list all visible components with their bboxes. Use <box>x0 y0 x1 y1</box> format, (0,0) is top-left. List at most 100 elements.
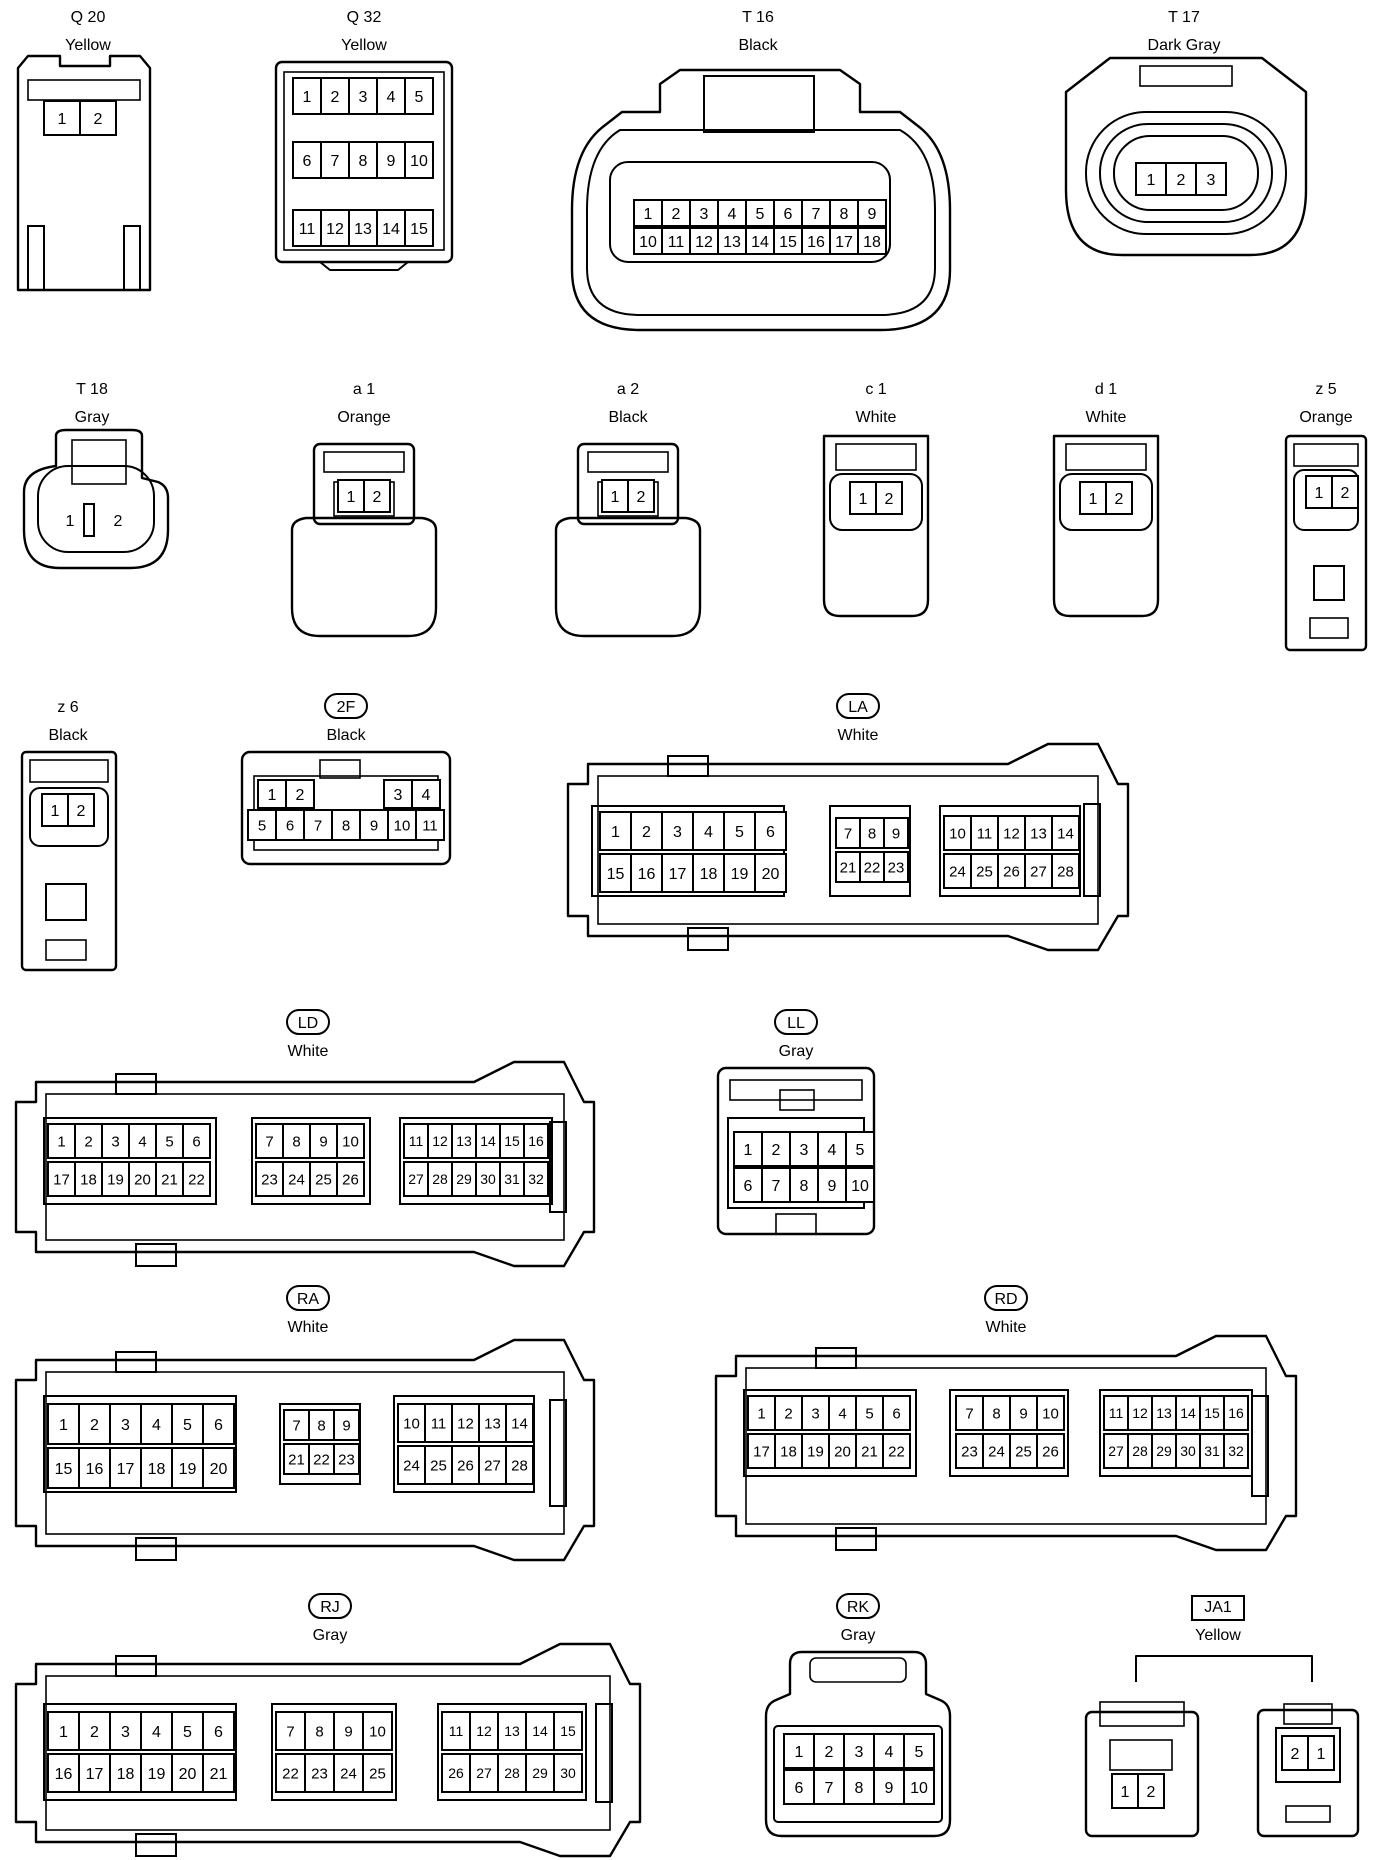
pin-number: 19 <box>148 1766 166 1783</box>
pin-cavity <box>320 209 350 247</box>
pin-cavity <box>78 1711 111 1751</box>
pin-number: 1 <box>1147 172 1156 189</box>
pin-cavity <box>182 1123 211 1159</box>
pin-number: 3 <box>811 1405 819 1422</box>
pin-number: 21 <box>840 859 857 876</box>
pin-number: 2 <box>114 513 123 530</box>
pin-number: 10 <box>949 825 966 842</box>
pin-cavity <box>140 1447 173 1489</box>
pin-cavity <box>182 1161 211 1197</box>
pin-number: 27 <box>476 1765 492 1781</box>
pin-number: 8 <box>315 1723 323 1740</box>
pin-cavity <box>336 1161 365 1197</box>
housing-outline <box>240 750 452 866</box>
housing-outline <box>283 71 445 251</box>
connector-code: RK <box>847 1599 870 1616</box>
pin-cavity <box>955 1395 984 1431</box>
pin-cavity <box>873 1769 905 1805</box>
pin-number: 7 <box>844 825 852 842</box>
connector-color: Black <box>738 37 778 54</box>
pin-number: 8 <box>800 1178 809 1195</box>
pin-number: 4 <box>387 89 396 106</box>
connector-code-badge <box>836 1593 880 1619</box>
pin-cavity <box>774 1433 803 1469</box>
pin-number: 10 <box>639 234 657 251</box>
housing-outline <box>1059 473 1153 531</box>
pin-number: 3 <box>673 824 682 841</box>
pin-number: 2 <box>331 89 340 106</box>
pin-cavity <box>553 1711 583 1751</box>
housing-outline <box>835 1527 877 1551</box>
pin-number: 1 <box>795 1744 804 1761</box>
pin-cavity <box>723 811 756 851</box>
pin-number: 11 <box>977 825 993 842</box>
pin-number: 2 <box>642 824 651 841</box>
housing-outline <box>43 1117 217 1205</box>
pin-cavity <box>1105 481 1133 515</box>
housing-outline <box>597 775 1099 925</box>
pin-number: 29 <box>456 1171 472 1187</box>
pin-cavity <box>601 479 629 513</box>
pin-number: 2 <box>94 111 103 128</box>
pin-cavity <box>717 227 747 255</box>
pin-cavity <box>79 100 117 136</box>
pin-number: 5 <box>183 1417 192 1434</box>
housing-outline <box>1293 443 1359 467</box>
pin-cavity <box>348 77 378 115</box>
pin-number: 2 <box>825 1744 834 1761</box>
housing-outline <box>115 1655 157 1677</box>
pin-number: 5 <box>756 206 765 223</box>
housing-outline <box>764 1650 952 1838</box>
housing-outline <box>1285 1805 1331 1823</box>
housing-outline <box>1251 1395 1269 1497</box>
pin-number: 16 <box>638 866 656 883</box>
pin-number: 15 <box>607 866 625 883</box>
pin-cavity <box>813 1769 845 1805</box>
pin-number: 30 <box>480 1171 496 1187</box>
pin-number: 2 <box>1341 485 1350 502</box>
pin-number: 5 <box>258 817 266 834</box>
pin-number: 2 <box>672 206 681 223</box>
housing-outline <box>1109 1739 1173 1771</box>
pin-number: 1 <box>51 803 60 820</box>
connector-code-badge <box>286 1285 330 1311</box>
housing-outline <box>312 442 416 526</box>
housing-outline <box>135 1537 177 1561</box>
pin-cavity <box>202 1753 235 1793</box>
pin-cavity <box>1024 815 1053 851</box>
housing-outline <box>1083 803 1101 897</box>
pin-cavity <box>733 1131 763 1167</box>
pin-number: 27 <box>484 1457 501 1474</box>
pin-cavity <box>404 209 434 247</box>
pin-number: 25 <box>315 1171 332 1188</box>
pin-number: 8 <box>359 153 368 170</box>
pin-number: 6 <box>192 1133 200 1150</box>
pin-cavity <box>745 227 775 255</box>
pin-number: 1 <box>744 1142 753 1159</box>
housing-outline <box>45 939 87 961</box>
pin-number: 2 <box>296 787 305 804</box>
pin-number: 11 <box>431 1415 447 1432</box>
pin-number: 24 <box>949 863 966 880</box>
connector-code: T 17 <box>1168 9 1200 26</box>
pin-cavity <box>285 779 315 809</box>
pin-cavity <box>403 1161 429 1197</box>
pin-number: 9 <box>892 825 900 842</box>
pin-cavity <box>109 1403 142 1445</box>
housing-outline <box>135 1833 177 1857</box>
housing-outline <box>667 755 709 777</box>
pin-number: 18 <box>700 866 718 883</box>
pin-number: 2 <box>84 1133 92 1150</box>
connector-code: RD <box>994 1291 1017 1308</box>
housing-outline <box>27 79 141 101</box>
pin-number: 4 <box>152 1417 161 1434</box>
pin-number: 1 <box>59 1724 68 1741</box>
pin-cavity <box>427 1123 453 1159</box>
housing-outline <box>1064 56 1308 257</box>
housing-outline <box>1284 434 1368 652</box>
pin-number: 5 <box>165 1133 173 1150</box>
pin-number: 9 <box>868 206 877 223</box>
pin-number: 27 <box>1108 1443 1124 1459</box>
